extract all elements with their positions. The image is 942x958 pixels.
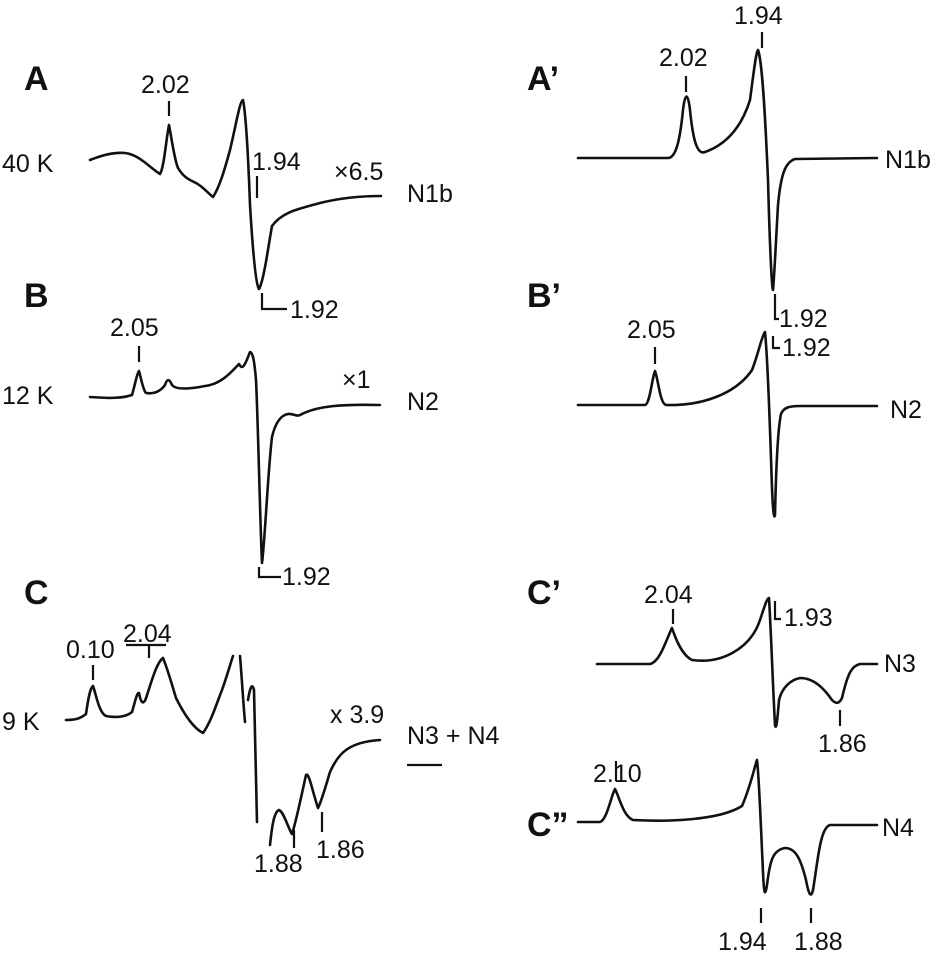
panel-b-species-label: N2 [407, 388, 439, 416]
panel-b-temperature: 12 K [2, 382, 54, 410]
panel-c-double-prime-g-label: 1.94 [718, 928, 767, 956]
panel-b-prime-letter: B’ [527, 277, 561, 315]
panel-c-spectrum-trace [64, 654, 235, 735]
panel-c-double-prime-letter: C” [527, 806, 569, 844]
panel-c: C 9 K 0.10 2.04 1.88 1.86 x 3.9 N3 + N4 [2, 574, 500, 878]
panel-b: B 12 K 2.05 1.92 ×1 N2 [2, 277, 439, 591]
panel-a-prime-species-label: N1b [885, 146, 931, 174]
panel-a-scale-factor: ×6.5 [334, 158, 383, 186]
panel-a-prime-g-label: 1.94 [734, 2, 783, 30]
panel-c-species-n4: + N4 [439, 722, 500, 750]
panel-a-prime-g-label: 1.92 [779, 305, 828, 333]
panel-b-g-label: 1.92 [282, 563, 331, 591]
panel-a-spectrum-trace [88, 98, 383, 291]
panel-a: A 40 K 2.02 1.94 1.92 ×6.5 N1b [2, 60, 453, 324]
panel-a-g-label: 1.92 [290, 296, 339, 324]
panel-c-species-n3: N3 [407, 722, 439, 750]
panel-a-prime-letter: A’ [527, 60, 559, 98]
panel-a-g-label: 2.02 [141, 71, 190, 99]
panel-c-spectrum-trace [238, 654, 247, 724]
panel-c-g-label: 0.10 [66, 636, 115, 664]
panel-c-prime-g-label: 2.04 [644, 581, 693, 609]
panel-b-letter: B [24, 277, 49, 315]
panel-b-prime: B’ 2.05 1.92 N2 [527, 277, 922, 518]
panel-c-species-label: N3 + N4 [407, 722, 500, 750]
panel-c-prime-g-label: 1.93 [784, 604, 833, 632]
panel-c-g-label: 2.04 [123, 620, 172, 648]
panel-b-prime-g-tick [771, 336, 780, 350]
panel-c-g-label: 1.86 [316, 836, 365, 864]
panel-c-double-prime-spectrum-trace [576, 758, 879, 896]
panel-a-prime-spectrum-trace [576, 48, 879, 292]
panel-c-prime-g-label: 1.86 [818, 730, 867, 758]
panel-c-double-prime: C” 2.10 1.94 1.88 N4 [527, 758, 914, 956]
panel-c-prime-letter: C’ [527, 574, 561, 612]
panel-a-g-label: 1.94 [252, 148, 301, 176]
panel-c-letter: C [24, 574, 49, 612]
panel-c-double-prime-g-label: 2.10 [593, 760, 642, 788]
panel-b-scale-factor: ×1 [342, 366, 371, 394]
panel-b-g-tick [257, 567, 281, 579]
panel-a-species-label: N1b [407, 180, 453, 208]
panel-a-temperature: 40 K [2, 150, 54, 178]
panel-c-temperature: 9 K [2, 708, 40, 736]
panel-c-prime: C’ 2.04 1.93 1.86 N3 [527, 574, 916, 758]
panel-c-spectrum-trace [246, 685, 259, 824]
panel-c-prime-g-tick [773, 601, 781, 621]
panel-a-letter: A [24, 60, 49, 98]
panel-b-g-label: 2.05 [110, 314, 159, 342]
panel-c-prime-species-label: N3 [884, 650, 916, 678]
panel-a-prime: A’ 2.02 1.94 1.92 N1b [527, 2, 931, 333]
panel-b-prime-species-label: N2 [890, 396, 922, 424]
panel-a-prime-g-tick [773, 294, 779, 321]
panel-c-spectrum-trace [268, 738, 382, 847]
panel-c-double-prime-g-label: 1.88 [794, 928, 843, 956]
panel-c-scale-factor: x 3.9 [330, 701, 384, 729]
panel-b-prime-g-label: 1.92 [782, 334, 831, 362]
panel-c-double-prime-species-label: N4 [882, 814, 914, 842]
panel-b-prime-g-label: 2.05 [627, 316, 676, 344]
panel-b-spectrum-trace [88, 350, 382, 565]
panel-a-prime-g-label: 2.02 [659, 44, 708, 72]
panel-c-g-label: 1.88 [254, 850, 303, 878]
panel-b-prime-spectrum-trace [576, 330, 879, 518]
panel-a-g-tick [260, 293, 287, 311]
panel-c-prime-spectrum-trace [595, 596, 879, 729]
